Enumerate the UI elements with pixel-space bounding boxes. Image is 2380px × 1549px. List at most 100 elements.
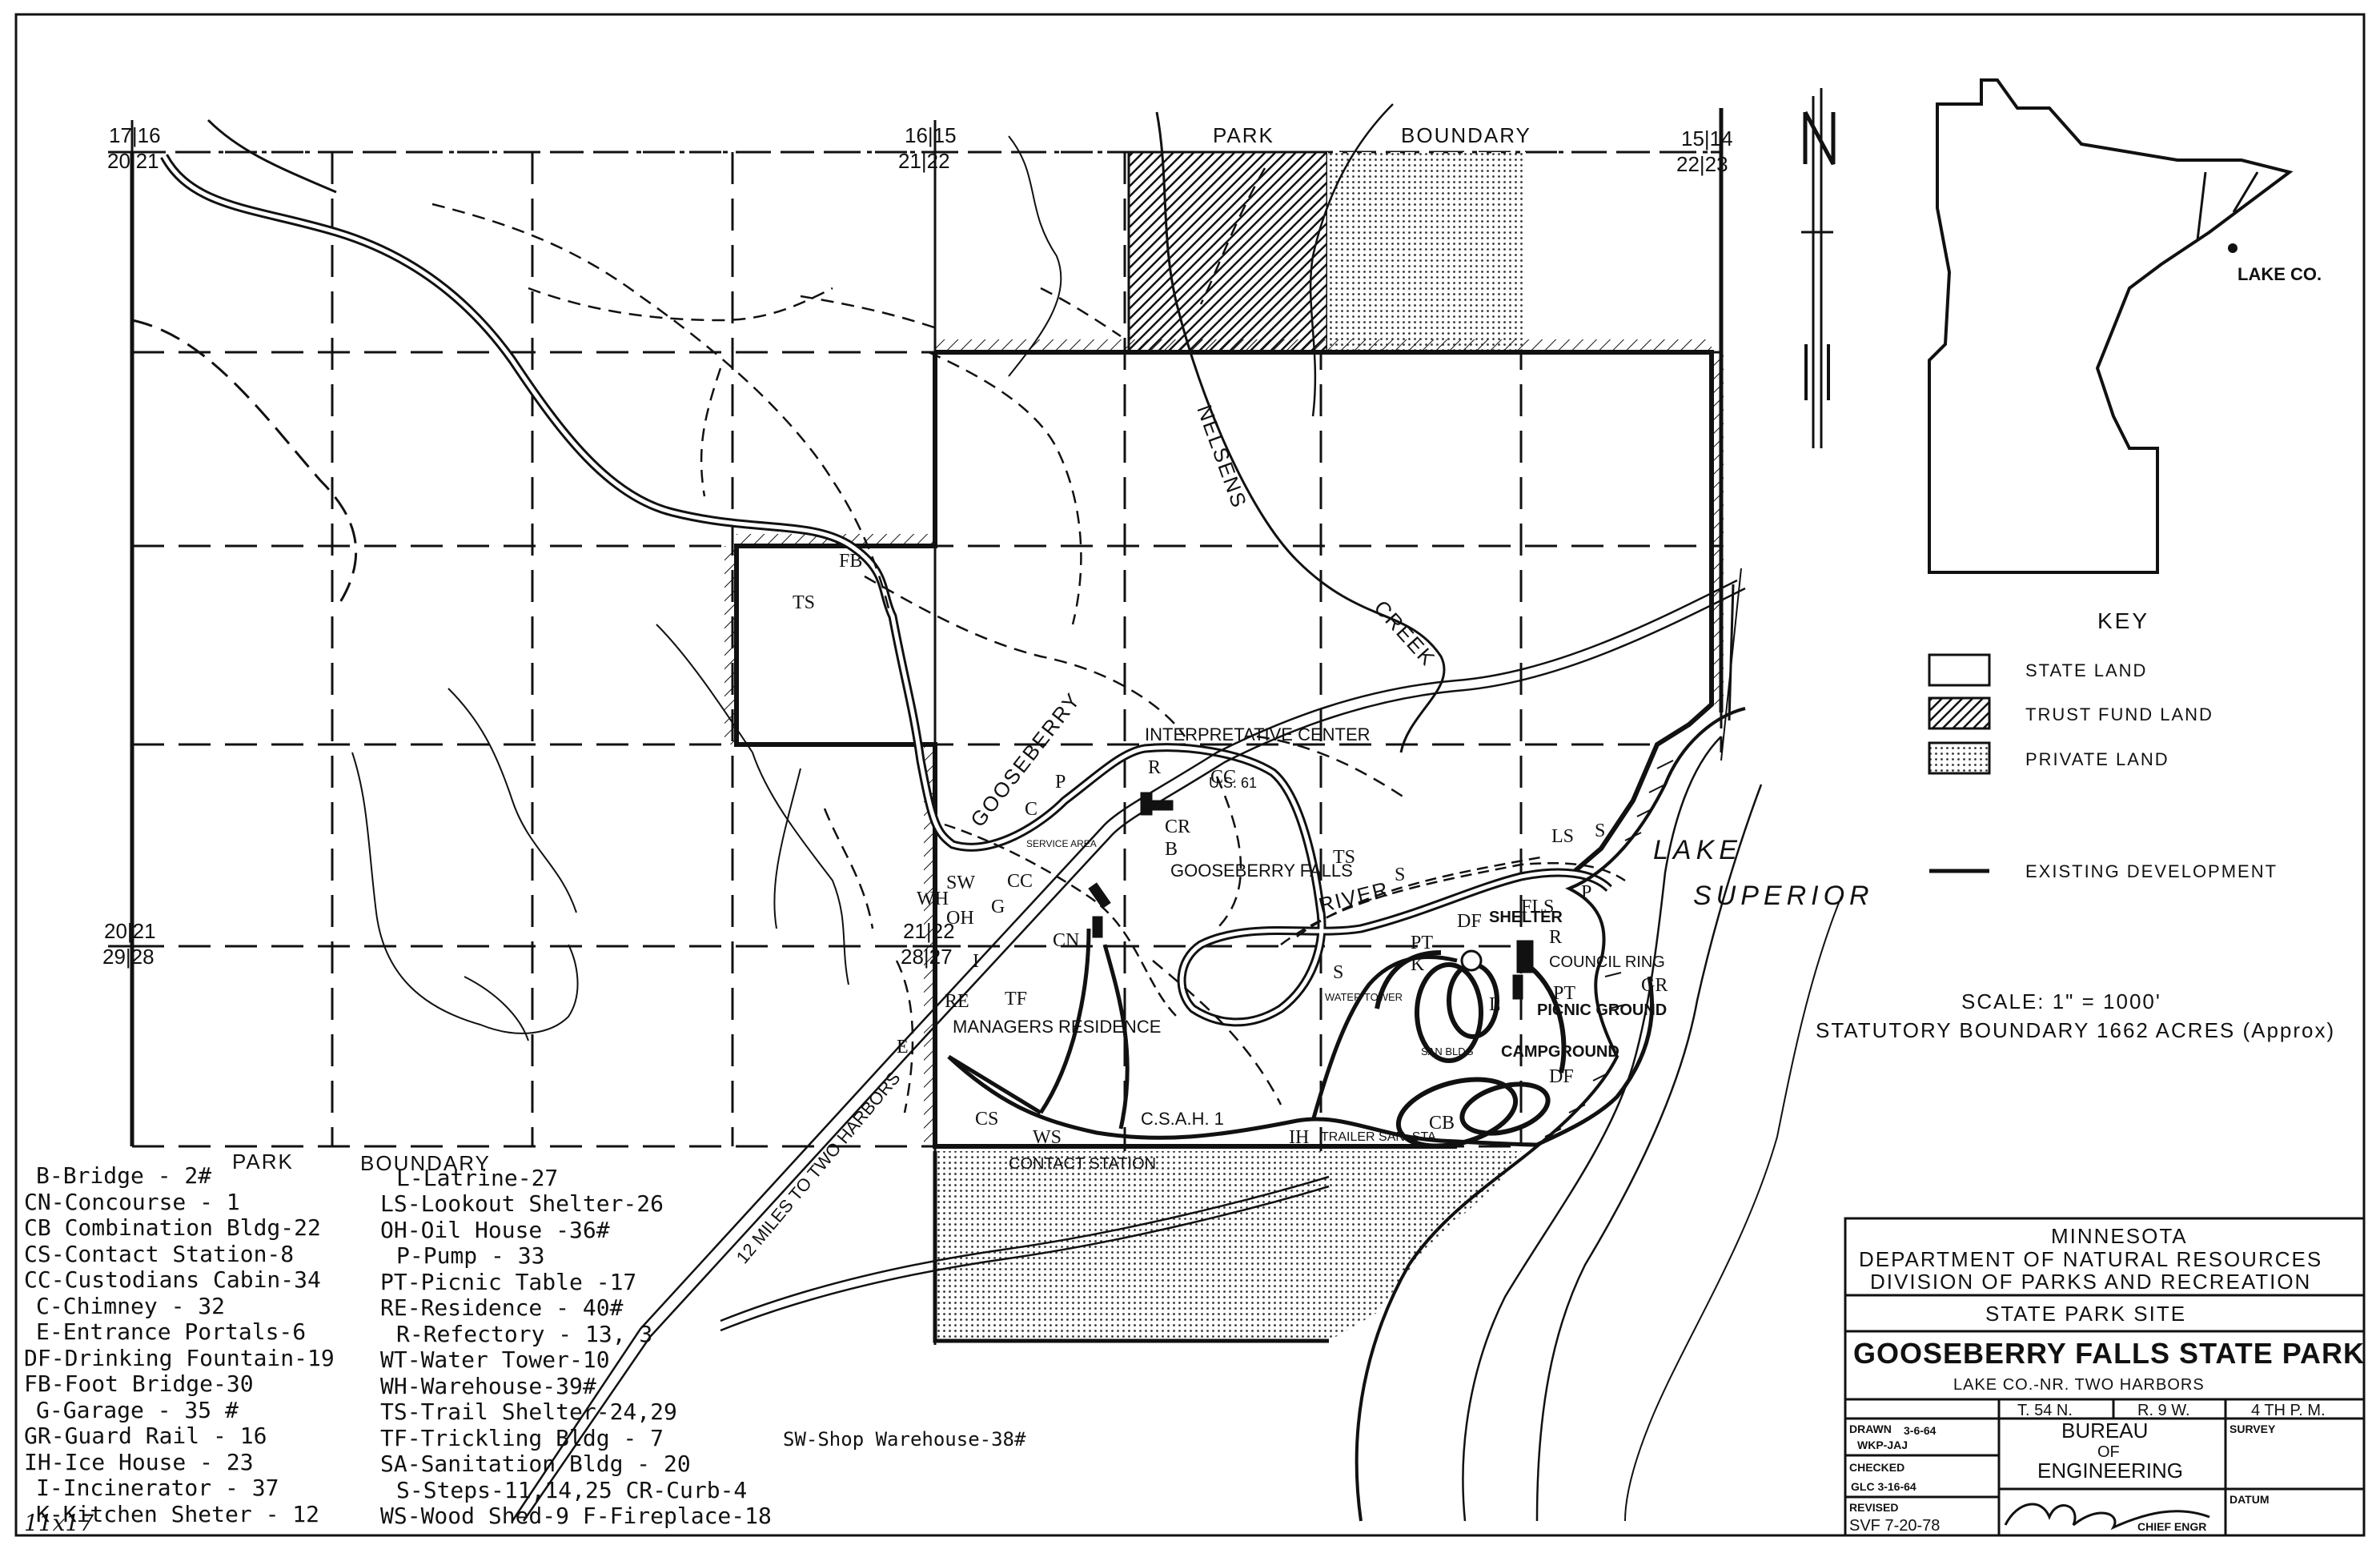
creek-label: CREEK (1370, 596, 1441, 671)
legend-col1-row: CS-Contact Station-8 (24, 1241, 294, 1267)
tb-dept: DEPARTMENT OF NATURAL RESOURCES (1859, 1247, 2322, 1271)
code-label: DF (1549, 1066, 1574, 1087)
south-road (720, 1175, 1330, 1322)
south-road-2 (720, 1185, 1330, 1332)
title-block: MINNESOTA DEPARTMENT OF NATURAL RESOURCE… (1849, 1224, 2365, 1535)
trailer-san-sta-label: TRAILER SAN. STA. (1321, 1130, 1439, 1144)
lake-county-marker (2228, 243, 2238, 253)
legend-col1-row: G-Garage - 35 # (36, 1397, 239, 1423)
code-label: TS (1333, 847, 1355, 868)
trust-fund-land-area (1127, 150, 1329, 354)
private-land-area-south (935, 1151, 1521, 1341)
tb-location: LAKE CO.-NR. TWO HARBORS (1953, 1376, 2205, 1394)
contact-station-label: CONTACT STATION (1009, 1155, 1156, 1173)
nelsens-creek (1155, 111, 1446, 753)
park-boundary-label-3: PARK (232, 1150, 294, 1174)
section-number: 15|14 (1681, 126, 1733, 150)
tb-drawn-by: WKP-JAJ (1857, 1439, 1908, 1451)
code-label: WS (1033, 1127, 1062, 1148)
river-label: RIVER (1316, 877, 1391, 917)
key-private-label: PRIVATE LAND (2025, 749, 2169, 769)
section-number: 28|27 (901, 945, 953, 969)
park-boundary-label-1: PARK (1213, 123, 1274, 147)
legend-col1-row: B-Bridge - 2# (36, 1162, 211, 1189)
council-ring-label: COUNCIL RING (1549, 953, 1665, 971)
code-label: CC (1007, 871, 1033, 892)
code-label: CN (1053, 930, 1079, 951)
tb-meridian: 4 TH P. M. (2251, 1402, 2326, 1419)
section-number: 21|22 (903, 919, 955, 943)
park-boundary-label-2: BOUNDARY (1401, 123, 1531, 147)
tb-township: T. 54 N. (2017, 1402, 2073, 1419)
legend-col1-row: GR-Guard Rail - 16 (24, 1423, 267, 1449)
code-label: FB (839, 551, 862, 572)
code-label: LS (1551, 826, 1574, 847)
tb-drawn-date: 3-6-64 (1904, 1424, 1937, 1437)
gooseberry-falls-label: GOOSEBERRY FALLS (1170, 861, 1353, 881)
legend-col2-row: L-Latrine-27 (396, 1165, 558, 1191)
legend-col1-row: I-Incinerator - 37 (36, 1475, 279, 1501)
tb-park-name: GOOSEBERRY FALLS STATE PARK (1853, 1337, 2365, 1370)
code-label: S (1595, 821, 1605, 841)
code-label: E (897, 1037, 909, 1057)
campground-label: CAMPGROUND (1501, 1043, 1619, 1061)
tb-bureau: BUREAU (2061, 1419, 2148, 1443)
lake-label: LAKE (1653, 835, 1742, 865)
tb-range: R. 9 W. (2137, 1402, 2190, 1419)
lake-county-label: LAKE CO. (2238, 264, 2322, 284)
code-label: OH (946, 908, 974, 929)
scale-text: SCALE: 1" = 1000' (1961, 989, 2161, 1013)
code-label: TF (1005, 989, 1027, 1009)
managers-residence-label: MANAGERS RESIDENCE (953, 1017, 1161, 1037)
legend-col2-row: S-Steps-11,14,25 CR-Curb-4 (396, 1477, 747, 1503)
section-number: 22|23 (1676, 152, 1728, 176)
legend-col2-row: PT-Picnic Table -17 (380, 1269, 636, 1295)
legend-col2-row: OH-Oil House -36# (380, 1217, 610, 1243)
us61-label: U.S. 61 (1209, 775, 1257, 791)
code-label: WH (917, 889, 949, 909)
creek-tributary (1309, 103, 1394, 417)
san-bldg-label: SAN BLDG (1421, 1045, 1474, 1057)
existing-development-roads (947, 928, 1655, 1147)
code-label: PT (1411, 933, 1433, 953)
park-boundary-label-4: BOUNDARY (360, 1151, 491, 1175)
legend-col1-row: IH-Ice House - 23 (24, 1449, 254, 1475)
legend-col2-row: TF-Trickling Bldg - 7 (380, 1425, 664, 1451)
code-label: C (1025, 799, 1037, 820)
tb-checked-label: CHECKED (1849, 1461, 1904, 1474)
section-number: 16|15 (905, 123, 957, 147)
key-swatch-trust (1928, 696, 1991, 730)
water-tower-label: WATER TOWER (1325, 991, 1403, 1003)
tb-engineering: ENGINEERING (2037, 1459, 2183, 1483)
statutory-boundary-text: STATUTORY BOUNDARY 1662 ACRES (Approx) (1816, 1018, 2335, 1042)
legend-col2-row: R-Refectory - 13, 3 (396, 1321, 652, 1347)
tb-survey: SURVEY (2229, 1423, 2276, 1435)
legend-col1-row: C-Chimney - 32 (36, 1293, 225, 1319)
code-label: S (1395, 865, 1405, 885)
section-number: 21|22 (898, 149, 950, 173)
legend-col2-row: WT-Water Tower-10 (380, 1346, 610, 1373)
picnic-ground-label: PICNIC GROUND (1537, 1001, 1667, 1019)
code-label: RE (945, 991, 969, 1012)
code-label: CC (1210, 767, 1236, 788)
code-label: DF (1457, 911, 1482, 932)
private-land-area-north (1327, 152, 1526, 352)
tb-datum: DATUM (2229, 1493, 2270, 1506)
superior-label: SUPERIOR (1693, 881, 1874, 911)
river-banks (944, 823, 1626, 1017)
code-label: PT (1553, 983, 1575, 1004)
tb-site-type: STATE PARK SITE (1985, 1302, 2186, 1326)
trails (431, 167, 1410, 1114)
code-label: S (1333, 962, 1343, 983)
code-label: TS (793, 592, 815, 613)
legend-col1-row: CB Combination Bldg-22 (24, 1214, 321, 1241)
legend-col2-row: SA-Sanitation Bldg - 20 (380, 1451, 691, 1477)
section-number: 17|16 (109, 123, 161, 147)
nelsens-label: NELSENS (1192, 402, 1251, 512)
shelter-label: SHELTER (1489, 909, 1563, 926)
legend-col2-row: WS-Wood Shed-9 F-Fireplace-18 (380, 1503, 772, 1529)
code-label: I (973, 951, 979, 972)
interpretive-center-label: INTERPRETATIVE CENTER (1145, 724, 1371, 744)
tb-drawn-label: DRAWN (1849, 1423, 1892, 1435)
legend-extra: SW-Shop Warehouse-38# (783, 1428, 1026, 1451)
